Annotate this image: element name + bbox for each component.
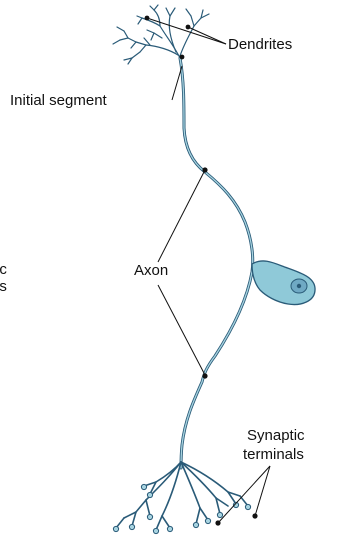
synaptic-terminals: [116, 462, 248, 530]
clipped-label-line1: ic: [0, 262, 7, 278]
cell-body: [252, 261, 315, 305]
dendrites-leader-2: [188, 27, 226, 44]
terminal-boutons: [113, 484, 250, 533]
synaptic-terminals-label-line1: Synaptic: [247, 428, 305, 444]
axon-leader-bottom: [158, 285, 205, 375]
initial-segment-label: Initial segment: [10, 93, 107, 109]
synaptic-leader-1: [218, 466, 270, 523]
axon-label: Axon: [134, 263, 168, 279]
axon: [180, 58, 253, 468]
clipped-label-line2: ls: [0, 279, 7, 295]
axon-leader-top: [158, 170, 205, 262]
initial-segment-leader: [172, 66, 182, 100]
dendrites-label: Dendrites: [228, 37, 292, 53]
dendrites: [113, 5, 209, 64]
synaptic-terminals-label-line2: terminals: [243, 447, 304, 463]
